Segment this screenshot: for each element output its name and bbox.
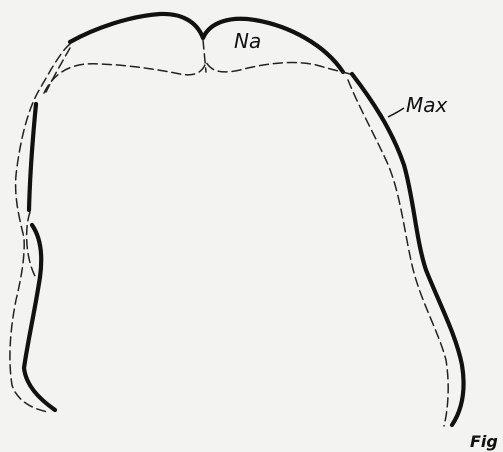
left-solid-upper-segment (29, 104, 36, 210)
left-solid-lower-segment (24, 277, 55, 410)
figure-caption: Fig (470, 432, 498, 451)
nasal-label: Na (234, 29, 261, 53)
right-dashed-maxilla-contour (348, 80, 448, 426)
left-dashed-outer-contour (10, 44, 70, 412)
nasal-dashed-outline (44, 62, 350, 93)
maxilla-leader-line (388, 108, 404, 117)
maxilla-label: Max (406, 93, 448, 117)
left-solid-middle-segment (32, 225, 41, 277)
